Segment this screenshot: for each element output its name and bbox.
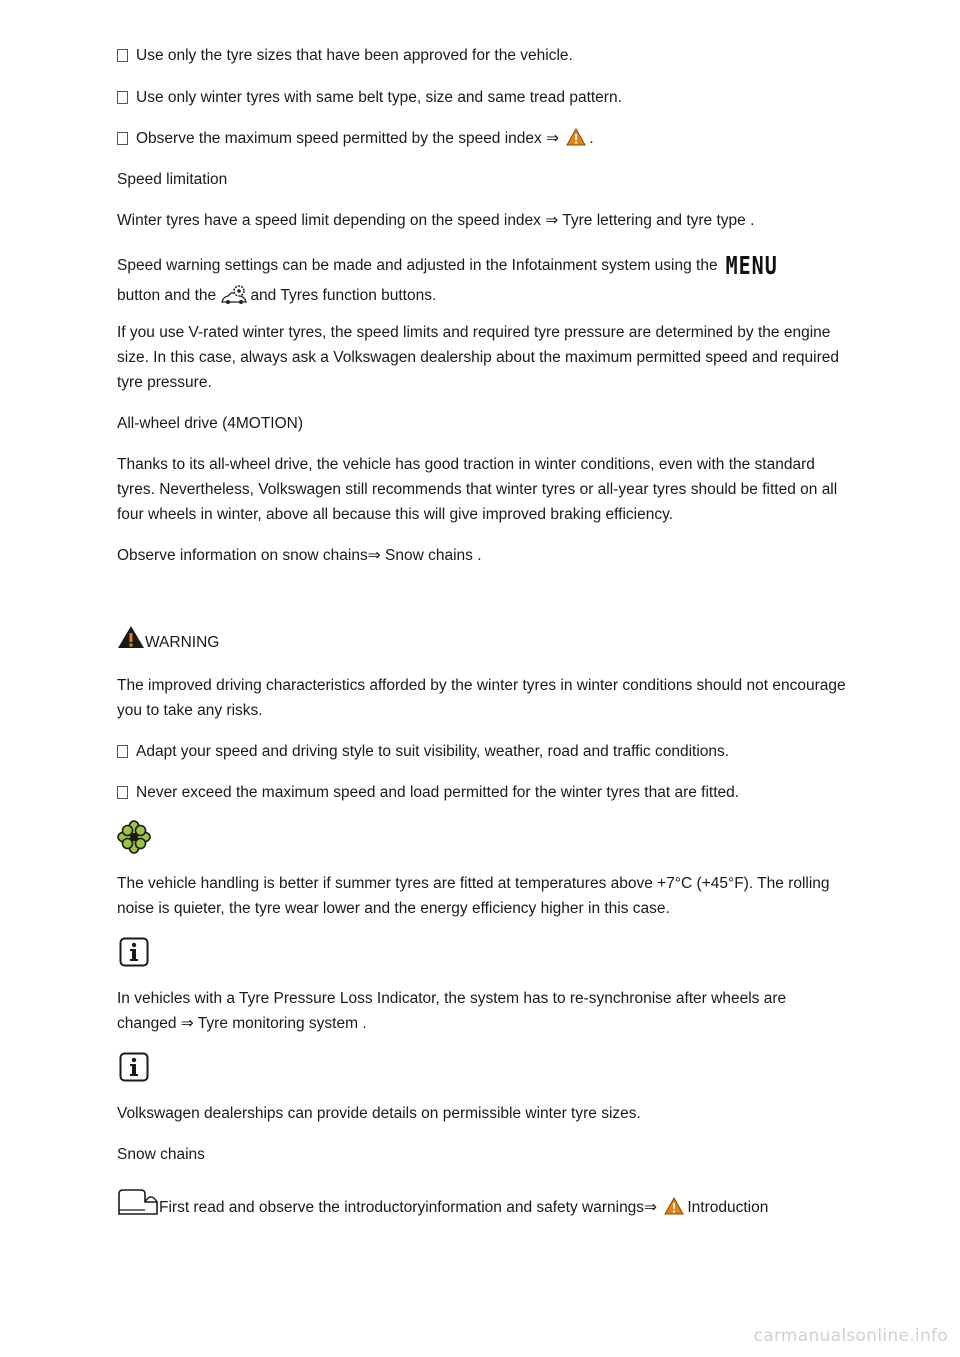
awd-text: Thanks to its all-wheel drive, the vehic… — [117, 456, 838, 523]
info-note-dealership: Volkswagen dealerships can provide detai… — [117, 1105, 641, 1122]
environment-flower-icon — [117, 820, 151, 854]
watermark-footer[interactable]: carmanualsonline.info — [753, 1326, 948, 1346]
environment-note-text: The vehicle handling is better if summer… — [117, 875, 830, 917]
snow-chains-reference: Observe information on snow chains⇒ Snow… — [117, 547, 482, 564]
heading-speed-limitation: Speed limitation — [117, 171, 228, 188]
menu-button-icon: MENU — [725, 250, 778, 280]
intro-reference: First read and observe the introductoryi… — [117, 1188, 847, 1223]
bullet-approved-sizes: Use only the tyre sizes that have been a… — [117, 43, 847, 68]
speed-limit-text: Winter tyres have a speed limit dependin… — [117, 212, 755, 229]
bullet-winter-tyres: Use only winter tyres with same belt typ… — [117, 85, 847, 110]
bullet-box-icon — [117, 786, 128, 799]
bullet-adapt-speed: Adapt your speed and driving style to su… — [117, 739, 847, 764]
info-note-tpli: In vehicles with a Tyre Pressure Loss In… — [117, 990, 787, 1032]
warning-triangle-icon[interactable] — [664, 1197, 685, 1215]
heading-snow-chains: Snow chains — [117, 1146, 205, 1163]
warning-triangle-icon — [118, 626, 144, 648]
warning-label: WARNING — [145, 634, 220, 651]
introduction-link[interactable]: Introduction — [687, 1199, 769, 1216]
bullet-speed-index: Observe the maximum speed permitted by t… — [117, 126, 847, 151]
heading-all-wheel-drive: All-wheel drive (4MOTION) — [117, 415, 304, 432]
info-icon — [119, 1052, 149, 1082]
bullet-box-icon — [117, 91, 128, 104]
bullet-never-exceed: Never exceed the maximum speed and load … — [117, 780, 847, 805]
bullet-box-icon — [117, 745, 128, 758]
car-settings-icon — [221, 285, 248, 304]
info-icon — [119, 937, 149, 967]
warning-triangle-icon[interactable] — [566, 128, 587, 146]
v-rated-text: If you use V-rated winter tyres, the spe… — [117, 324, 839, 391]
bullet-box-icon — [117, 49, 128, 62]
speed-warning-text: Speed warning settings can be made and a… — [117, 250, 847, 311]
bullet-box-icon — [117, 132, 128, 145]
warning-text: The improved driving characteristics aff… — [117, 677, 846, 719]
warning-block: WARNING — [117, 625, 847, 655]
book-icon — [118, 1189, 158, 1215]
